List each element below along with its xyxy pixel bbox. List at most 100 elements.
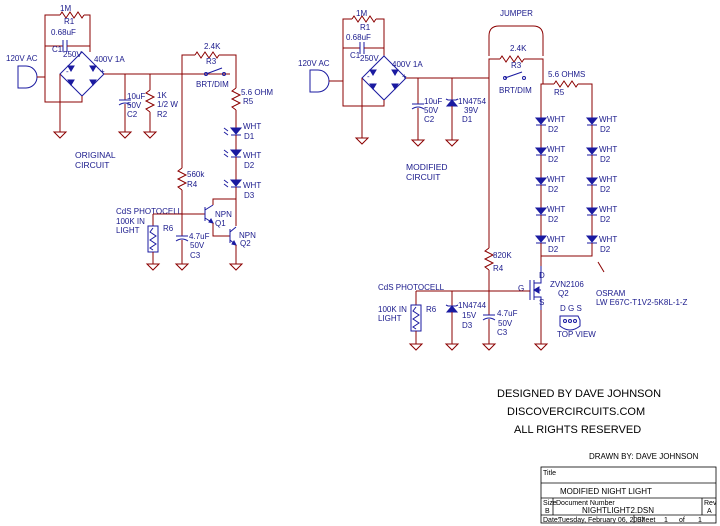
mod-c3-voltage: 50V (498, 319, 513, 328)
r4-label: R4 (187, 180, 198, 189)
svg-text:of: of (679, 517, 685, 524)
svg-text:D2: D2 (548, 125, 559, 134)
svg-text:WHT: WHT (599, 235, 617, 244)
svg-text:D2: D2 (600, 245, 611, 254)
title-block-sheet-total: 1 (698, 517, 702, 524)
top-view-label: TOP VIEW (557, 330, 596, 339)
svg-text:D2: D2 (600, 125, 611, 134)
svg-text:WHT: WHT (547, 205, 565, 214)
svg-text:Title: Title (543, 470, 556, 477)
svg-text:WHT: WHT (547, 145, 565, 154)
credits: DESIGNED BY DAVE JOHNSON DISCOVERCIRCUIT… (497, 388, 699, 461)
svg-text:G: G (518, 284, 524, 293)
svg-text:NPN: NPN (239, 231, 256, 240)
credits-rights: ALL RIGHTS RESERVED (514, 424, 641, 436)
svg-text:WHT: WHT (547, 235, 565, 244)
r1-label: R1 (64, 17, 75, 26)
modified-title-2: CIRCUIT (406, 172, 440, 182)
mod-r3-label: R3 (511, 61, 522, 70)
to92-top-view-icon: D G S TOP VIEW (557, 304, 596, 339)
d3-label: D3 (244, 191, 255, 200)
bridge-rating: 400V 1A (94, 55, 125, 64)
svg-text:D2: D2 (600, 185, 611, 194)
jumper-label: JUMPER (500, 9, 533, 18)
mod-d1-type: 1N4754 (458, 97, 487, 106)
mod-r4-value: 820K (493, 251, 512, 260)
svg-text:Document Number: Document Number (556, 500, 615, 507)
r1-value: 1M (60, 4, 71, 13)
title-block-docnum: NIGHTLIGHT2.DSN (582, 506, 654, 515)
mod-bridge-rating: 400V 1A (392, 60, 423, 69)
led-d2: WHT D2 (223, 149, 261, 170)
svg-text:WHT: WHT (547, 115, 565, 124)
svg-text:-: - (367, 72, 370, 81)
q2-label: Q2 (240, 239, 251, 248)
q1-label: Q1 (215, 219, 226, 228)
led-d1: WHT D1 (223, 122, 261, 141)
svg-text:D2: D2 (600, 215, 611, 224)
svg-text:Date:: Date: (543, 517, 560, 524)
c2-value: 10uF (127, 92, 145, 101)
svg-text:D: D (539, 271, 545, 280)
svg-text:WHT: WHT (599, 115, 617, 124)
title-block-size: B (545, 508, 550, 515)
r4-value: 560k (187, 170, 205, 179)
svg-text:WHT: WHT (599, 205, 617, 214)
brt-dim-switch (205, 67, 223, 75)
svg-text:D2: D2 (548, 155, 559, 164)
mod-d3-voltage: 15V (462, 311, 477, 320)
r3-value: 2.4K (204, 42, 221, 51)
svg-text:S: S (539, 298, 544, 307)
original-title-1: ORIGINAL (75, 150, 116, 160)
svg-text:Size: Size (543, 500, 557, 507)
cds-label: CdS PHOTOCELL (116, 207, 183, 216)
mod-d3-type: 1N4744 (458, 301, 487, 310)
mod-c2-voltage: 50V (424, 106, 439, 115)
r5-value: 5.6 OHM (241, 88, 273, 97)
svg-text:D2: D2 (548, 215, 559, 224)
mod-cds-label: CdS PHOTOCELL (378, 283, 445, 292)
mod-brt-dim-switch (504, 71, 523, 79)
mosfet-q2: D G S ZVN2106 Q2 (518, 266, 584, 310)
title-block-sheet: 1 (664, 517, 668, 524)
c1-label: C1 (52, 45, 63, 54)
svg-text:D G S: D G S (560, 304, 582, 313)
mod-cds-light-2: LIGHT (378, 314, 402, 323)
svg-text:WHT: WHT (243, 122, 261, 131)
svg-text:WHT: WHT (243, 181, 261, 190)
svg-text:Sheet: Sheet (637, 517, 655, 524)
title-block-title: MODIFIED NIGHT LIGHT (560, 487, 652, 496)
mod-cds-light-1: 100K IN (378, 305, 407, 314)
svg-text:NPN: NPN (215, 210, 232, 219)
r5-label: R5 (243, 97, 254, 106)
c3-value: 4.7uF (189, 232, 210, 241)
osram-part: LW E67C-T1V2-5K8L-1-Z (596, 298, 688, 307)
brt-dim-label: BRT/DIM (196, 80, 229, 89)
mod-r3-value: 2.4K (510, 44, 527, 53)
d2-label: D2 (244, 161, 255, 170)
original-title-2: CIRCUIT (75, 160, 109, 170)
svg-text:D2: D2 (600, 155, 611, 164)
original-circuit: 120V AC 1M R1 0.68uF C1 250V - + 400V 1A… (6, 4, 273, 271)
cds-light-2: LIGHT (116, 226, 140, 235)
mod-q2-label: Q2 (558, 289, 569, 298)
mod-brt-dim-label: BRT/DIM (499, 86, 532, 95)
mod-q2-type: ZVN2106 (550, 280, 584, 289)
r2-label: R2 (157, 110, 168, 119)
svg-text:+: + (402, 72, 407, 81)
mod-r1-label: R1 (360, 23, 371, 32)
q2-transistor: NPN Q2 (229, 226, 256, 248)
title-block-rev: A (707, 508, 712, 515)
svg-text:WHT: WHT (243, 151, 261, 160)
svg-text:D2: D2 (548, 245, 559, 254)
mod-c1-value: 0.68uF (346, 33, 371, 42)
svg-text:WHT: WHT (547, 175, 565, 184)
mod-r5-label: R5 (554, 88, 565, 97)
credits-website: DISCOVERCIRCUITS.COM (507, 406, 645, 418)
q1-transistor: NPN Q1 (204, 198, 236, 228)
modified-circuit: JUMPER 120V AC 1M R1 0.68uF C1 250V - + … (298, 9, 688, 351)
